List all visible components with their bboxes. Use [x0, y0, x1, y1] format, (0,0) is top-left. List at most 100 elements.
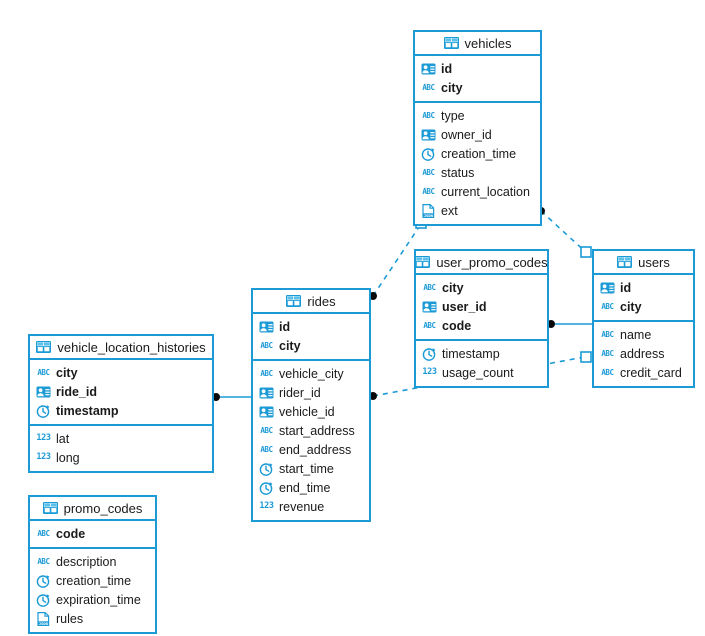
field-label: end_time: [279, 480, 331, 495]
field-row[interactable]: vehicle_id: [253, 402, 369, 421]
id-card-icon: [259, 387, 274, 399]
field-label: lat: [56, 431, 70, 446]
json-icon: JSON: [421, 203, 436, 218]
table-title: user_promo_codes: [436, 254, 548, 270]
field-row[interactable]: user_id: [416, 297, 547, 316]
clock-icon: [259, 481, 274, 495]
table-title: vehicles: [464, 35, 512, 51]
field-label: credit_card: [620, 365, 682, 380]
abc-icon: ABC: [37, 556, 50, 566]
field-row[interactable]: id: [253, 317, 369, 336]
field-row[interactable]: ABC start_address: [253, 421, 369, 440]
table-title: rides: [307, 293, 336, 309]
field-label: start_address: [279, 423, 355, 438]
field-row[interactable]: JSON ext: [415, 201, 540, 220]
abc-icon: ABC: [260, 368, 273, 378]
abc-icon: ABC: [260, 425, 273, 435]
field-row[interactable]: ride_id: [30, 382, 212, 401]
field-row[interactable]: owner_id: [415, 125, 540, 144]
table-title: promo_codes: [63, 500, 143, 516]
field-row[interactable]: id: [415, 59, 540, 78]
relationship-line: [372, 226, 420, 297]
field-label: status: [441, 165, 475, 180]
field-row[interactable]: expiration_time: [30, 590, 155, 609]
clock-icon: [36, 593, 51, 607]
field-row[interactable]: end_time: [253, 478, 369, 497]
field-row[interactable]: ABC credit_card: [594, 363, 693, 382]
123-icon: 123: [36, 452, 51, 463]
relationship-rel-vlh-rides[interactable]: [212, 393, 251, 401]
field-label: ride_id: [56, 384, 97, 399]
field-label: description: [56, 554, 117, 569]
abc-icon: ABC: [422, 167, 435, 177]
field-row[interactable]: timestamp: [416, 344, 547, 363]
relationship-rel-user-promo-codes-users[interactable]: [547, 320, 592, 328]
field-row[interactable]: rider_id: [253, 383, 369, 402]
clock-icon: [36, 404, 51, 418]
relationship-square-marker: [580, 351, 592, 363]
field-label: rules: [56, 611, 84, 626]
field-label: ext: [441, 203, 458, 218]
abc-icon: ABC: [601, 367, 614, 377]
field-row[interactable]: id: [594, 278, 693, 297]
field-row[interactable]: creation_time: [415, 144, 540, 163]
field-label: id: [279, 319, 291, 334]
field-label: usage_count: [442, 365, 514, 380]
field-row[interactable]: ABC description: [30, 552, 155, 571]
id-card-icon: [600, 282, 615, 294]
field-label: code: [442, 318, 472, 333]
abc-icon: ABC: [423, 282, 436, 292]
svg-text:JSON: JSON: [424, 212, 434, 217]
table-header-vehicle_location_histories: vehicle_location_histories: [30, 336, 212, 360]
field-label: city: [442, 280, 464, 295]
field-row[interactable]: creation_time: [30, 571, 155, 590]
field-label: end_address: [279, 442, 352, 457]
field-label: revenue: [279, 499, 325, 514]
table-title: vehicle_location_histories: [57, 339, 206, 355]
field-label: id: [620, 280, 632, 295]
field-row[interactable]: timestamp: [30, 401, 212, 420]
field-label: owner_id: [441, 127, 492, 142]
clock-icon: [422, 347, 437, 361]
field-label: city: [620, 299, 642, 314]
id-card-icon: [421, 63, 436, 75]
abc-icon: ABC: [422, 186, 435, 196]
field-row[interactable]: start_time: [253, 459, 369, 478]
field-label: vehicle_id: [279, 404, 335, 419]
field-row[interactable]: ABC city: [416, 278, 547, 297]
field-row[interactable]: ABC status: [415, 163, 540, 182]
